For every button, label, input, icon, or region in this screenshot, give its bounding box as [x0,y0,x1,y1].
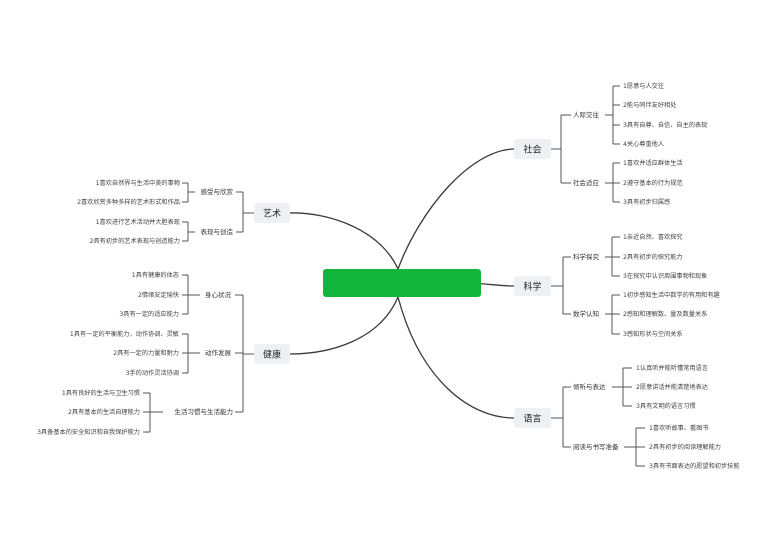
leaf-kexue-1-0[interactable]: 1初步感知生活中数学的有用和有趣 [623,291,720,299]
branch-yuyan: 语言 倾听与表达 1认真听并能听懂常用语言 2愿意讲话并能清楚地表达 3具有文明… [514,364,740,470]
leaf-yishu-1-0[interactable]: 1喜欢进行艺术活动并大胆表现 [96,218,180,226]
leaf-kexue-1-1[interactable]: 2感知和理解数、量及数量关系 [623,310,707,318]
leaf-yishu-0-0[interactable]: 1喜欢自然界与生活中美的事物 [96,179,180,187]
edge-root-yuyan [397,296,515,419]
sub-label-shenghuo[interactable]: 生活习惯与生活能力 [175,407,234,416]
leaf-shehui-1-1[interactable]: 2遵守基本的行为规范 [623,179,683,187]
branch-label-yishu: 艺术 [263,208,281,220]
leaf-jiankang-0-2[interactable]: 3具有一定的适应能力 [119,310,179,318]
branch-node-shehui[interactable] [514,139,551,159]
leaf-yishu-1-1[interactable]: 2具有初步的艺术表现与创造能力 [89,237,180,245]
branch-node-yuyan[interactable] [514,408,551,428]
leaf-jiankang-0-1[interactable]: 2情绪安定愉快 [138,291,180,299]
leaf-kexue-1-2[interactable]: 3感知形状与空间关系 [623,330,683,338]
branch-kexue: 科学 科学探究 1亲近自然、喜欢探究 2具有初步的探究能力 3在探究中认识周围事… [514,233,720,338]
leaf-yuyan-1-1[interactable]: 2具有初步的阅读理解能力 [649,443,721,451]
leaf-yuyan-1-2[interactable]: 3具有书面表达的愿望和初步技能 [649,462,740,470]
branch-label-shehui: 社会 [523,144,541,156]
leaf-yishu-0-1[interactable]: 2喜欢欣赏多种多样的艺术形式和作品 [77,198,180,206]
leaf-jiankang-2-2[interactable]: 3具备基本的安全知识和自我保护能力 [37,428,140,436]
leaf-jiankang-1-2[interactable]: 3手的动作灵活协调 [126,369,179,377]
branch-shehui: 社会 人际交往 1愿意与人交往 2能与同伴友好相处 3具有自尊、自信、自主的表现… [514,82,707,206]
main-edges [289,148,515,419]
sub-label-shehuishiying[interactable]: 社会适应 [573,178,600,187]
branch-label-kexue: 科学 [523,281,541,293]
sub-label-dongzuo[interactable]: 动作发展 [205,348,232,357]
leaf-jiankang-1-1[interactable]: 2具有一定的力量和耐力 [113,349,179,357]
leaf-jiankang-0-0[interactable]: 1具有健康的体态 [132,271,179,279]
root-node[interactable] [323,269,481,297]
sub-label-shuxue[interactable]: 数学认知 [573,309,599,318]
edge-root-jiankang [289,296,399,355]
leaf-shehui-1-2[interactable]: 3具有初步归属感 [623,198,670,206]
sub-label-renji[interactable]: 人际交往 [573,110,600,119]
leaf-yuyan-1-0[interactable]: 1喜欢听故事、看图书 [649,424,709,432]
branch-yishu: 艺术 感受与欣赏 1喜欢自然界与生活中美的事物 2喜欢欣赏多种多样的艺术形式和作… [77,179,290,245]
leaf-yuyan-0-1[interactable]: 2愿意讲话并能清楚地表达 [636,383,708,391]
sub-label-shenxin[interactable]: 身心状况 [205,290,232,299]
edge-root-yishu [289,212,399,270]
leaf-shehui-0-1[interactable]: 2能与同伴友好相处 [623,101,676,109]
leaf-kexue-0-1[interactable]: 2具有初步的探究能力 [623,253,683,261]
sub-label-qingting[interactable]: 倾听与表达 [573,382,606,391]
leaf-jiankang-1-0[interactable]: 1具有一定的平衡能力，动作协调、灵敏 [70,330,179,338]
leaf-shehui-0-3[interactable]: 4关心尊重他人 [623,140,664,148]
leaf-kexue-0-2[interactable]: 3在探究中认识周围事物和现象 [623,272,707,280]
leaf-shehui-0-0[interactable]: 1愿意与人交往 [623,82,664,90]
leaf-jiankang-2-0[interactable]: 1具有良好的生活与卫生习惯 [62,389,140,397]
edge-root-shehui [397,148,515,270]
sub-label-kexuetanjiu[interactable]: 科学探究 [573,252,600,261]
branch-label-yuyan: 语言 [523,413,541,425]
branch-label-jiankang: 健康 [263,349,281,361]
leaf-kexue-0-0[interactable]: 1亲近自然、喜欢探究 [623,233,683,241]
branch-node-yishu[interactable] [254,203,290,223]
leaf-shehui-1-0[interactable]: 1喜欢并适应群体生活 [623,159,683,167]
branch-node-jiankang[interactable] [254,344,290,364]
branch-node-kexue[interactable] [514,276,551,296]
sub-label-yuedu[interactable]: 阅读与书写准备 [573,442,619,451]
leaf-shehui-0-2[interactable]: 3具有自尊、自信、自主的表现 [623,121,707,129]
leaf-yuyan-0-0[interactable]: 1认真听并能听懂常用语言 [636,364,708,372]
sub-label-biaoxian[interactable]: 表现与创造 [201,227,234,236]
sub-label-ganshou[interactable]: 感受与欣赏 [201,187,234,196]
leaf-jiankang-2-1[interactable]: 2具有基本的生活自理能力 [68,408,140,416]
leaf-yuyan-0-2[interactable]: 3具有文明的语言习惯 [636,402,696,410]
branch-jiankang: 健康 身心状况 1具有健康的体态 2情绪安定愉快 3具有一定的适应能力 动作发展… [37,271,290,436]
